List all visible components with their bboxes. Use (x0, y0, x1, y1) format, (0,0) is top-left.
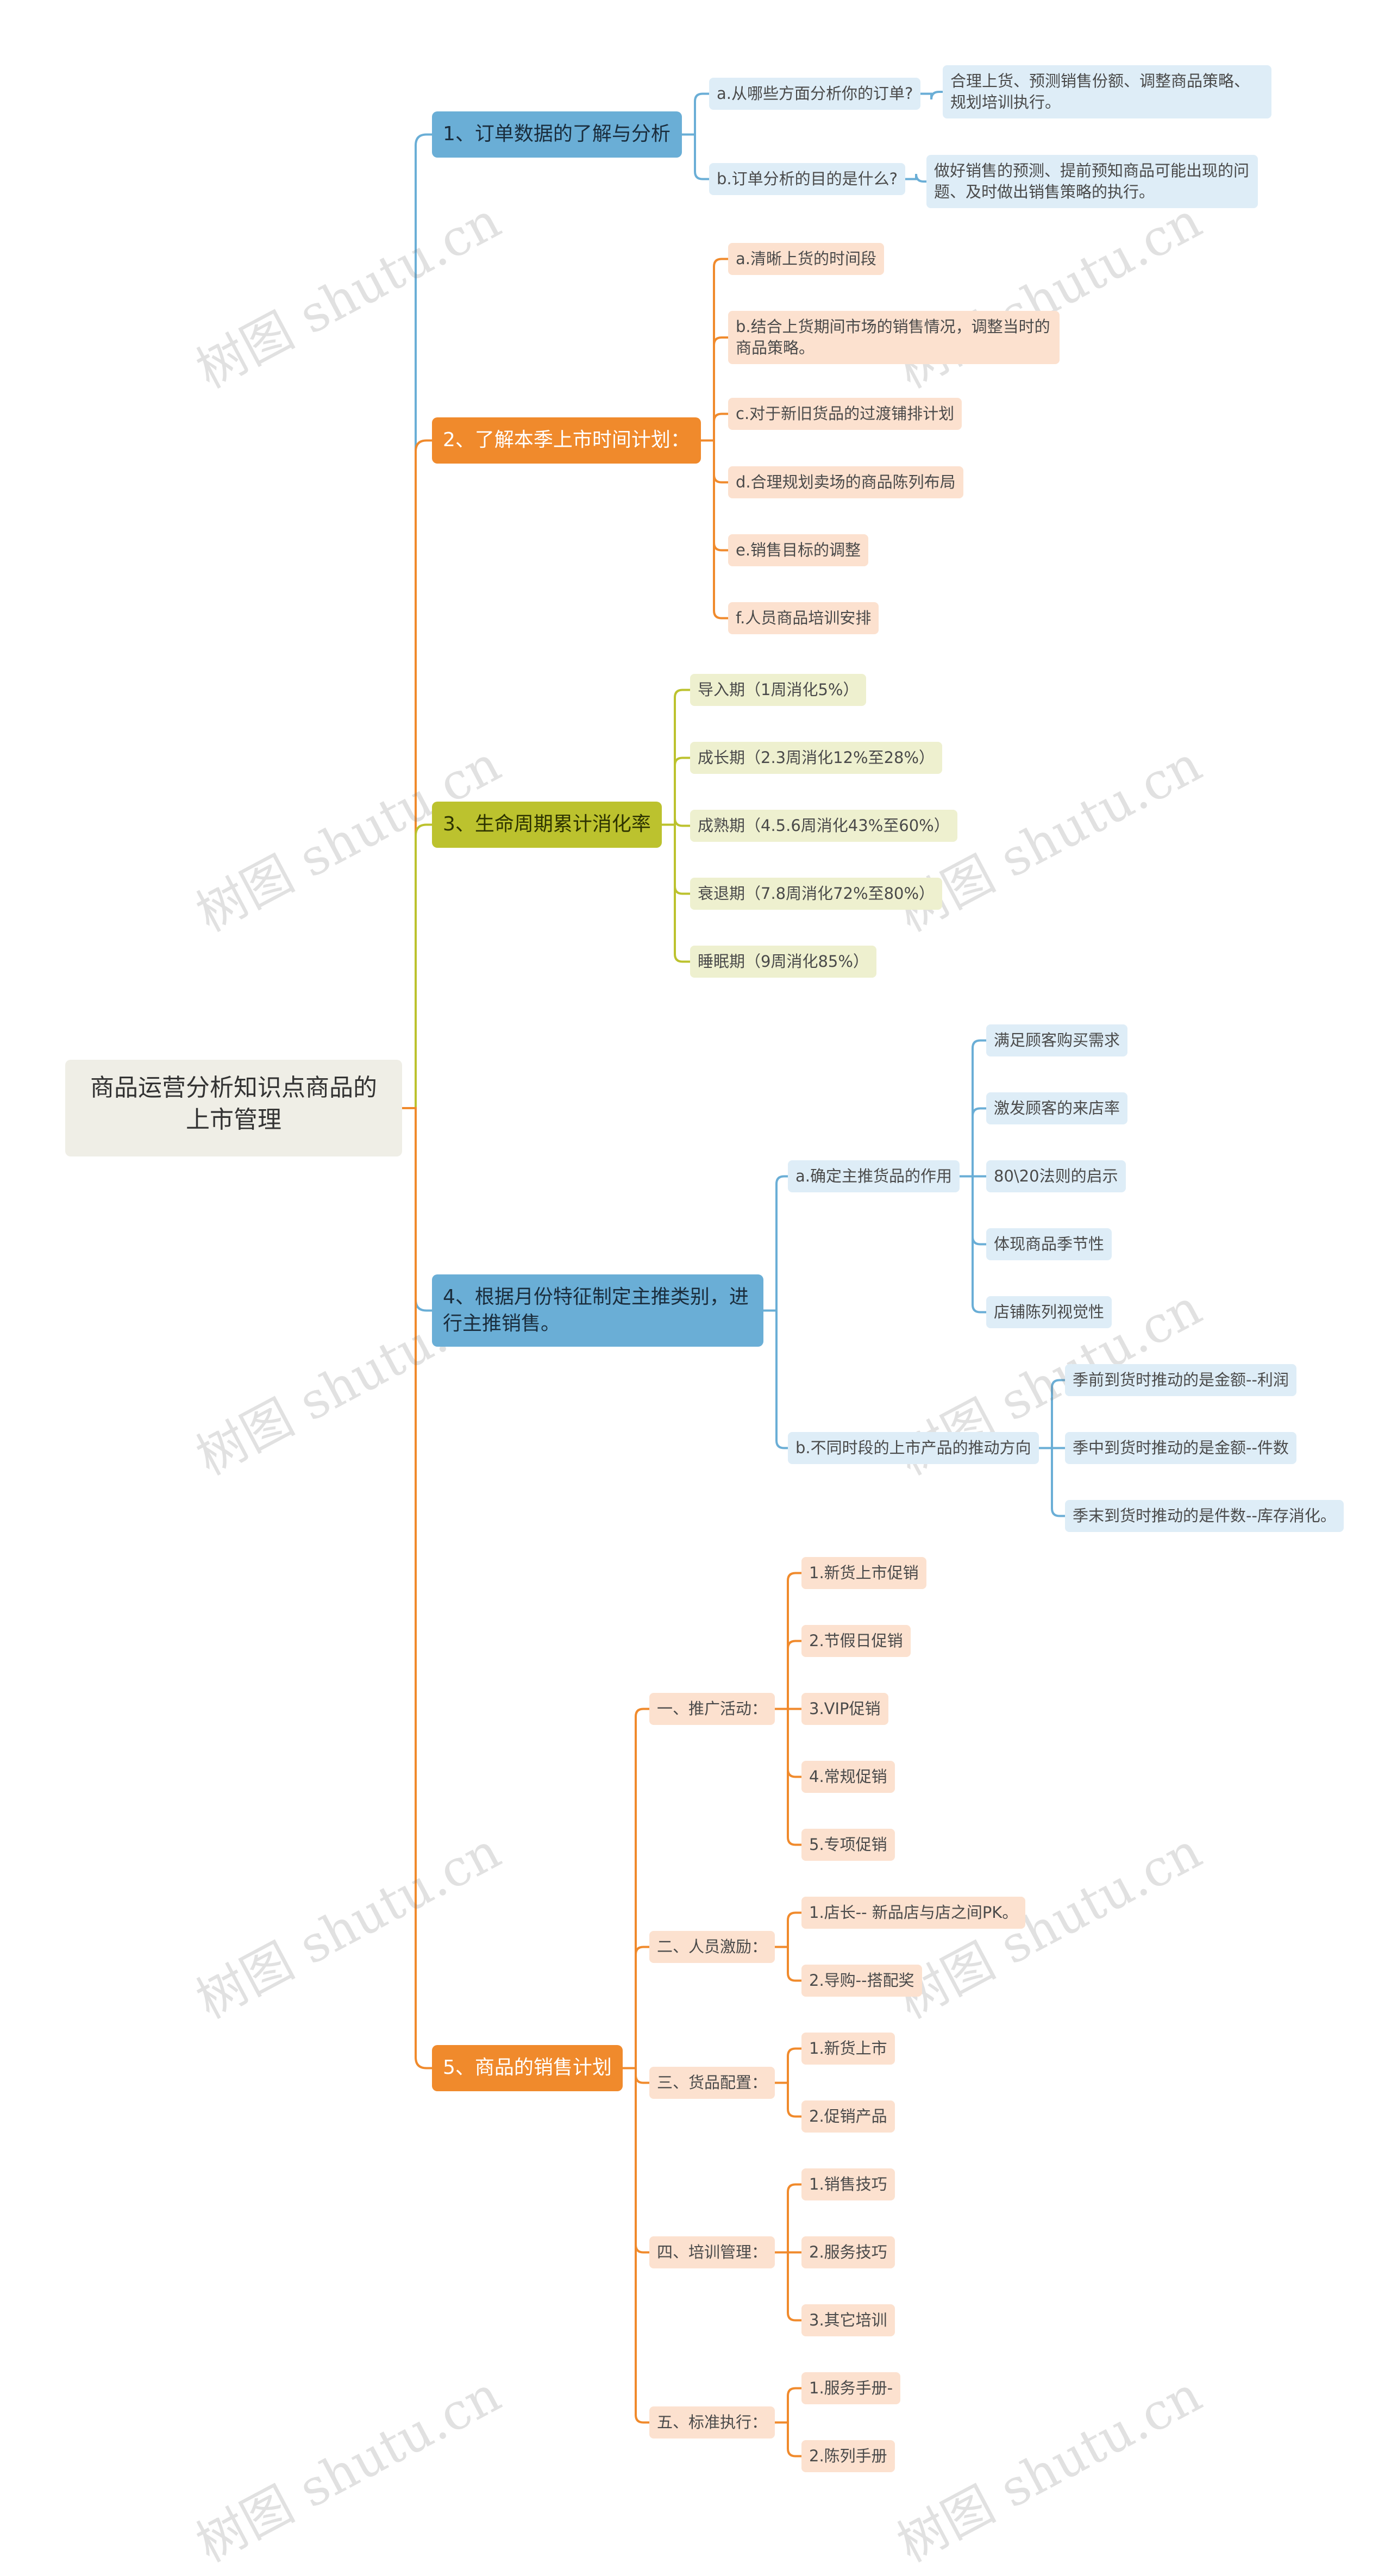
connector-line (763, 1175, 788, 1312)
lifecycle-stage[interactable]: 衰退期（7.8周消化72%至80%） (690, 878, 943, 910)
connector-line (775, 1911, 801, 1948)
lifecycle-stage[interactable]: 成熟期（4.5.6周消化43%至60%） (690, 810, 957, 842)
connector-line (775, 2047, 801, 2084)
push-role-item[interactable]: 80\20法则的启示 (986, 1160, 1126, 1193)
push-role-item[interactable]: 激发顾客的来店率 (986, 1092, 1128, 1125)
push-direction-item[interactable]: 季中到货时推动的是金额--件数 (1065, 1432, 1296, 1465)
connector-line (662, 823, 690, 963)
connector-line (402, 133, 432, 1109)
push-direction-topic[interactable]: b.不同时段的上市产品的推动方向 (788, 1432, 1039, 1465)
connector-line (763, 1309, 788, 1449)
root-topic[interactable]: 商品运营分析知识点商品的上市管理 (65, 1060, 402, 1156)
connector-line (775, 2421, 801, 2458)
connector-line (775, 2387, 801, 2424)
connector-line (960, 1175, 986, 1314)
connector-line (701, 439, 728, 620)
sales-plan-group[interactable]: 三、货品配置： (649, 2067, 775, 2099)
connector-line (662, 689, 690, 826)
sales-plan-item[interactable]: 2.陈列手册 (801, 2440, 895, 2473)
branch-lifecycle-sellthrough[interactable]: 3、生命周期累计消化率 (432, 802, 662, 848)
connector-line (402, 1107, 432, 2069)
push-role-item[interactable]: 店铺陈列视觉性 (986, 1296, 1112, 1329)
sales-plan-item[interactable]: 1.销售技巧 (801, 2168, 895, 2201)
connector-line (960, 1039, 986, 1178)
order-answer-a[interactable]: 合理上货、预测销售份额、调整商品策略、规划培训执行。 (943, 65, 1271, 119)
sales-plan-item[interactable]: 2.导购--搭配奖 (801, 1965, 922, 1997)
connector-line (775, 1572, 801, 1710)
sales-plan-item[interactable]: 1.店长-- 新品店与店之间PK。 (801, 1897, 1026, 1929)
order-question-b[interactable]: b.订单分析的目的是什么? (709, 163, 906, 196)
sales-plan-item[interactable]: 3.其它培训 (801, 2304, 895, 2337)
sales-plan-item[interactable]: 3.VIP促销 (801, 1693, 888, 1725)
lifecycle-stage[interactable]: 成长期（2.3周消化12%至28%） (690, 742, 943, 774)
push-direction-item[interactable]: 季前到货时推动的是金额--利润 (1065, 1364, 1296, 1397)
connector-line (682, 92, 709, 136)
sales-plan-group[interactable]: 五、标准执行： (649, 2406, 775, 2439)
order-question-a[interactable]: a.从哪些方面分析你的订单? (709, 78, 921, 110)
connector-line (1039, 1379, 1065, 1449)
connector-line (775, 2183, 801, 2254)
connector-line (701, 412, 728, 442)
launch-item[interactable]: c.对于新旧货品的过渡铺排计划 (728, 398, 962, 430)
sales-plan-item[interactable]: 2.服务技巧 (801, 2236, 895, 2269)
sales-plan-item[interactable]: 2.促销产品 (801, 2100, 895, 2133)
connector-line (662, 818, 690, 827)
connector-line (402, 823, 432, 1109)
sales-plan-item[interactable]: 1.新货上市 (801, 2033, 895, 2065)
push-role-item[interactable]: 满足顾客购买需求 (986, 1024, 1128, 1057)
launch-item[interactable]: d.合理规划卖场的商品陈列布局 (728, 466, 963, 499)
sales-plan-item[interactable]: 4.常规促销 (801, 1761, 895, 1793)
sales-plan-group[interactable]: 四、培训管理： (649, 2236, 775, 2269)
sales-plan-item[interactable]: 2.节假日促销 (801, 1625, 911, 1658)
branch-monthly-push[interactable]: 4、根据月份特征制定主推类别，进行主推销售。 (432, 1274, 763, 1347)
connector-line (623, 1946, 649, 2069)
connector-line (1039, 1447, 1065, 1517)
launch-item[interactable]: b.结合上货期间市场的销售情况，调整当时的商品策略。 (728, 311, 1060, 365)
launch-item[interactable]: f.人员商品培训安排 (728, 602, 879, 635)
connector-line (701, 258, 728, 442)
connector-line (920, 91, 943, 100)
connector-line (682, 133, 709, 180)
connector-line (905, 173, 926, 183)
push-role-item[interactable]: 体现商品季节性 (986, 1228, 1112, 1261)
connector-line (402, 439, 432, 1109)
connector-line (623, 2067, 649, 2424)
sales-plan-group[interactable]: 一、推广活动： (649, 1693, 775, 1725)
sales-plan-group[interactable]: 二、人员激励： (649, 1931, 775, 1964)
lifecycle-stage[interactable]: 导入期（1周消化5%） (690, 674, 867, 706)
order-answer-b[interactable]: 做好销售的预测、提前预知商品可能出现的问题、及时做出销售策略的执行。 (926, 155, 1258, 209)
connector-line (775, 1946, 801, 1982)
connector-line (623, 1708, 649, 2069)
sales-plan-item[interactable]: 5.专项促销 (801, 1829, 895, 1861)
connector-line (701, 336, 728, 442)
connector-line (775, 1640, 801, 1710)
sales-plan-item[interactable]: 1.新货上市促销 (801, 1557, 926, 1590)
branch-order-analysis[interactable]: 1、订单数据的了解与分析 (432, 111, 682, 158)
push-role-topic[interactable]: a.确定主推货品的作用 (788, 1160, 960, 1193)
connector-line (960, 1107, 986, 1178)
launch-item[interactable]: e.销售目标的调整 (728, 534, 869, 567)
connector-line (662, 756, 690, 826)
lifecycle-stage[interactable]: 睡眠期（9周消化85%） (690, 946, 876, 978)
connector-line (402, 1107, 432, 1312)
launch-item[interactable]: a.清晰上货的时间段 (728, 243, 884, 276)
sales-plan-item[interactable]: 1.服务手册- (801, 2372, 901, 2405)
branch-launch-schedule[interactable]: 2、了解本季上市时间计划： (432, 417, 701, 464)
connector-line (775, 1708, 801, 1846)
connector-line (775, 2251, 801, 2322)
branch-sales-plan[interactable]: 5、商品的销售计划 (432, 2045, 623, 2091)
push-direction-item[interactable]: 季末到货时推动的是件数--库存消化。 (1065, 1500, 1344, 1533)
connector-line (775, 2081, 801, 2118)
